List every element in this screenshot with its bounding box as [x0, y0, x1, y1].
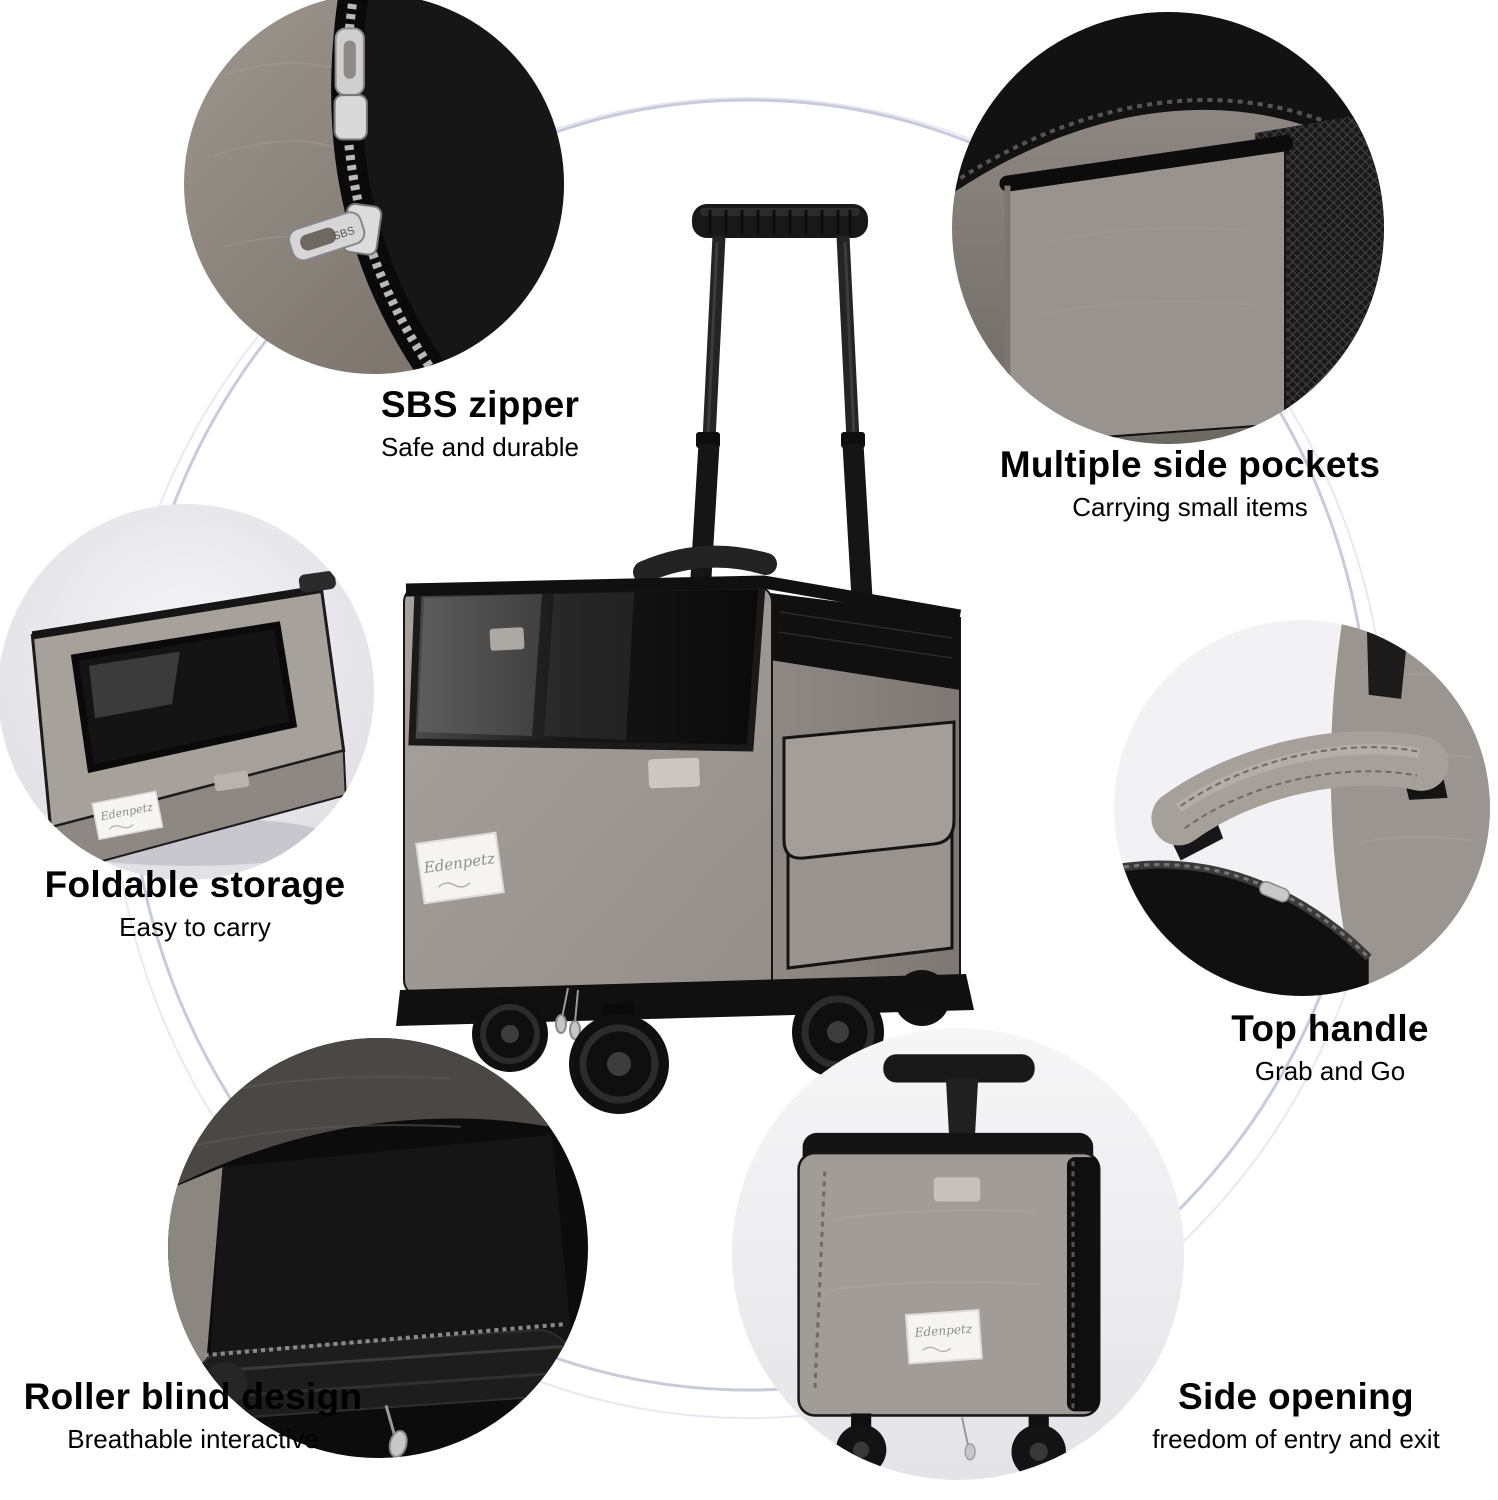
feature-title: SBS zipper: [380, 384, 580, 425]
feature-title: Side opening: [1178, 1376, 1414, 1417]
zipper-teeth-icon: [341, 0, 439, 374]
velcro-strap: [933, 1177, 981, 1202]
zipper-pull-icon: [384, 1405, 408, 1458]
svg-text:Edenpetz: Edenpetz: [913, 1322, 973, 1340]
velcro-strap: [647, 756, 701, 790]
callout-top-handle: [1114, 620, 1490, 996]
feature-label-sbs-zipper: SBS zipper Safe and durable: [290, 384, 670, 463]
handle-nub-icon: [298, 571, 336, 593]
feature-label-roller-blind: Roller blind design Breathable interacti…: [8, 1376, 378, 1455]
callout-side-pockets: [952, 12, 1384, 444]
dark-interior: [208, 1134, 572, 1382]
zipper-slider-upper-icon: [333, 27, 368, 141]
carrier-bag-body: Edenpetz: [403, 575, 962, 998]
bag-fabric: [1330, 620, 1490, 996]
zipper-slider-lower-icon: SBS: [287, 202, 383, 262]
side-opening-edge: [1066, 1157, 1100, 1412]
padded-handle-icon: [1151, 731, 1449, 861]
velcro-patch: [489, 627, 525, 651]
feature-subtitle: Easy to carry: [119, 911, 271, 942]
feature-title: Multiple side pockets: [999, 444, 1381, 485]
trolley-grip-icon: [883, 1054, 1035, 1083]
callout-foldable-storage: Edenpetz: [0, 504, 374, 880]
brand-label: Edenpetz: [415, 831, 505, 905]
feature-subtitle: Carrying small items: [1072, 491, 1308, 522]
pet-carrier-trolley-photo: Edenpetz: [392, 192, 992, 1127]
brand-label: Edenpetz: [904, 1308, 983, 1365]
fabric-pocket: [1006, 142, 1287, 444]
feature-label-foldable-storage: Foldable storage Easy to carry: [10, 864, 380, 943]
feature-subtitle: Safe and durable: [380, 431, 580, 462]
callout-side-opening: Edenpetz: [732, 1028, 1184, 1480]
zipper-pull-icon: [1259, 881, 1290, 903]
feature-label-side-pockets: Multiple side pockets Carrying small ite…: [980, 444, 1400, 523]
trolley-handle-icon: [689, 204, 873, 599]
zipper-pulls-icon: [555, 987, 581, 1040]
feature-title: Foldable storage: [44, 864, 346, 905]
feature-label-top-handle: Top handle Grab and Go: [1140, 1008, 1498, 1087]
trolley-pole-icon: [945, 1078, 979, 1152]
feature-title: Roller blind design: [23, 1376, 363, 1417]
feature-subtitle: Grab and Go: [1254, 1055, 1406, 1086]
top-fabric: [168, 1038, 588, 1190]
feature-subtitle: Breathable interactive: [67, 1423, 319, 1454]
brand-label: Edenpetz: [91, 790, 164, 841]
feature-subtitle: freedom of entry and exit: [1152, 1423, 1440, 1454]
feature-title: Top handle: [1231, 1008, 1429, 1049]
carry-handle-icon: [633, 545, 777, 583]
side-pocket-flap: [782, 720, 956, 860]
callout-sbs-zipper: SBS: [184, 0, 564, 374]
folded-window: [70, 621, 298, 774]
callout-roller-blind: [168, 1038, 588, 1458]
feature-label-side-opening: Side opening freedom of entry and exit: [1086, 1376, 1498, 1455]
